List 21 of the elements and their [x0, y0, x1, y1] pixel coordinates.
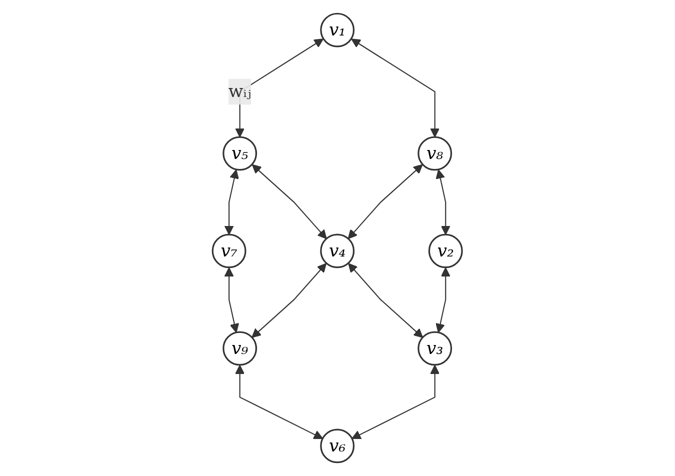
arrow: [436, 267, 451, 333]
arrow: [348, 164, 423, 240]
arrow: [436, 169, 451, 235]
node-circle: v₆: [320, 428, 355, 464]
node-circle: v₄: [320, 234, 355, 268]
node-circle: v₂: [428, 234, 464, 268]
node-circle: v₉: [222, 331, 258, 366]
node-circle: v₅: [222, 136, 258, 171]
arrow: [351, 38, 440, 138]
node-circle: v₁: [320, 12, 355, 48]
arrow: [252, 164, 328, 240]
arrow: [224, 267, 240, 333]
arrow: [348, 263, 424, 338]
arrow: [352, 364, 440, 440]
arrow: [235, 364, 324, 440]
node-circle: v₇: [212, 234, 246, 268]
node-circle: v₈: [418, 136, 452, 171]
arrow: [224, 169, 240, 235]
node-circle: v₃: [418, 331, 452, 366]
arrow: [252, 263, 327, 338]
edge-label: wᵢⱼ: [228, 80, 252, 102]
